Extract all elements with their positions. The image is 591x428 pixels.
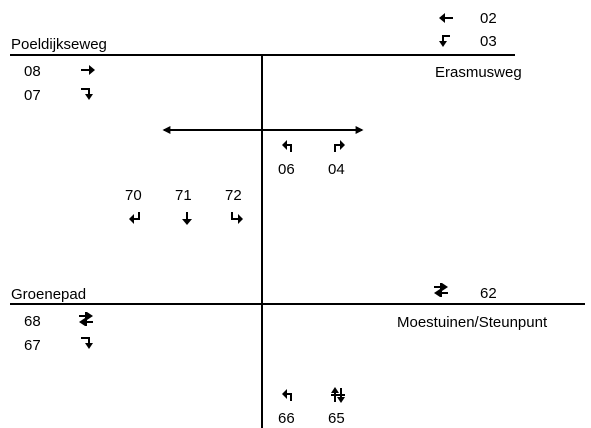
arrow-right-icon (81, 65, 95, 75)
turn-right-down-icon (81, 88, 93, 100)
signal-02: 02 (480, 10, 497, 27)
signal-62: 62 (480, 285, 497, 302)
street-groenepad: Groenepad (11, 286, 87, 303)
signal-67: 67 (24, 337, 41, 354)
signal-65: 65 (328, 410, 345, 427)
turn-up-left-icon (282, 140, 292, 152)
turn-right-down-icon (81, 337, 93, 349)
street-moestuinen: Moestuinen/Steunpunt (397, 314, 548, 331)
signal-03: 03 (480, 33, 497, 50)
arrow-down-icon (182, 212, 192, 225)
bidirectional-crossing-icon (331, 387, 345, 403)
bidirectional-crossing-icon (434, 283, 448, 297)
turn-up-right-icon (334, 140, 345, 152)
signal-72: 72 (225, 187, 242, 204)
turn-down-left-icon (439, 35, 450, 47)
signal-06: 06 (278, 161, 295, 178)
signal-08: 08 (24, 63, 41, 80)
bidirectional-crossing-icon (79, 312, 93, 326)
signal-70: 70 (125, 187, 142, 204)
signal-04: 04 (328, 161, 345, 178)
street-poeldijkseweg: Poeldijkseweg (11, 36, 107, 53)
signal-71: 71 (175, 187, 192, 204)
turn-down-right-icon (231, 212, 243, 224)
street-erasmusweg: Erasmusweg (435, 64, 522, 81)
signal-07: 07 (24, 87, 41, 104)
turn-up-left-icon (282, 389, 292, 401)
turn-down-left-icon (129, 212, 140, 224)
signal-68: 68 (24, 313, 41, 330)
arrow-left-icon (439, 13, 453, 23)
signal-66: 66 (278, 410, 295, 427)
